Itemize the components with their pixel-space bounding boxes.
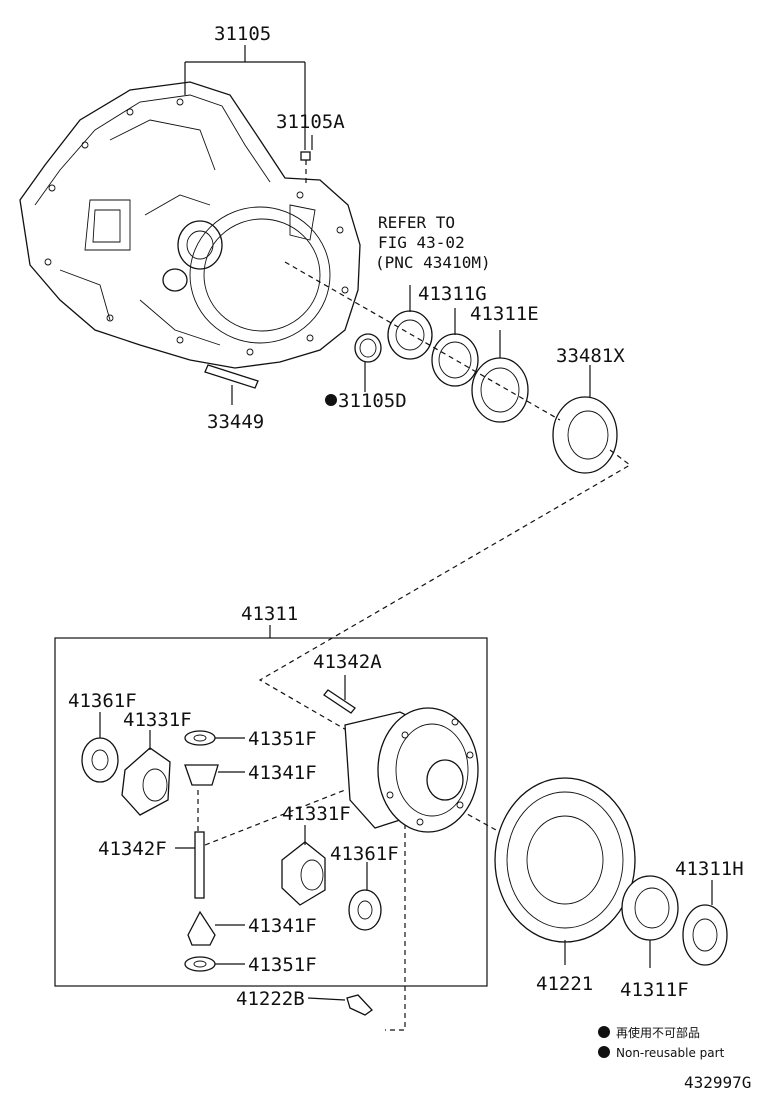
- pin-41342a-drawing: [323, 675, 356, 714]
- shim-33481x-drawing: [552, 365, 618, 474]
- thrust-washer-41351f-top-drawing: [184, 730, 245, 746]
- pinion-41341f-top-drawing: [184, 764, 245, 786]
- label-41331f-right: 41331F: [282, 803, 351, 825]
- label-33449: 33449: [207, 411, 264, 433]
- label-41311f: 41311F: [620, 979, 689, 1001]
- label-41311e: 41311E: [470, 303, 539, 325]
- label-41351f-bottom: 41351F: [248, 954, 317, 976]
- differential-case-drawing: [344, 707, 479, 833]
- label-41222b: 41222B: [236, 988, 305, 1010]
- label-41361f-left: 41361F: [68, 690, 137, 712]
- bolt-41222b-drawing: [307, 994, 373, 1016]
- side-gear-41331f-left-drawing: [121, 730, 171, 816]
- differential-assembly-box: [54, 637, 488, 987]
- ring-gear-41221-drawing: [494, 777, 636, 965]
- bracket-33449-drawing: [204, 364, 259, 405]
- washer-41361f-left-drawing: [81, 712, 119, 783]
- legend-jp-text: 再使用不可部品: [616, 1025, 700, 1040]
- washer-41361f-right-drawing: [348, 862, 382, 931]
- pinion-41341f-bottom-drawing: [187, 910, 245, 946]
- refer-line-3: (PNC 43410M): [375, 253, 491, 272]
- label-41331f-left: 41331F: [123, 709, 192, 731]
- label-41342f: 41342F: [98, 838, 167, 860]
- case-leaders: [184, 45, 313, 185]
- label-41311g: 41311G: [418, 283, 487, 305]
- refer-line-1: REFER TO: [378, 213, 455, 232]
- race-41311e-drawing: [431, 308, 479, 387]
- non-reusable-marker-31105d: [325, 394, 337, 406]
- legend: 再使用不可部品 Non-reusable part: [598, 1025, 725, 1060]
- assembly-axis-lines: [258, 261, 632, 1031]
- shim-41311h-drawing: [682, 880, 728, 966]
- label-31105: 31105: [214, 23, 271, 45]
- legend-marker-en: [598, 1046, 610, 1058]
- refer-line-2: FIG 43-02: [378, 233, 465, 252]
- label-41351f-top: 41351F: [248, 728, 317, 750]
- oil-seal-31105d-drawing: [354, 333, 382, 392]
- label-41311h: 41311H: [675, 858, 744, 880]
- transaxle-case-drawing: [19, 81, 361, 369]
- side-gear-41331f-right-drawing: [281, 825, 326, 906]
- label-31105a: 31105A: [276, 111, 345, 133]
- shaft-41342f-drawing: [175, 789, 346, 899]
- plug-31105a-drawing: [300, 151, 311, 161]
- label-41342a: 41342A: [313, 651, 382, 673]
- label-41341f-bottom: 41341F: [248, 915, 317, 937]
- label-41361f-right: 41361F: [330, 843, 399, 865]
- label-41221: 41221: [536, 973, 593, 995]
- bearing-cup-drawing: [471, 330, 529, 423]
- bearing-41311g-drawing: [387, 285, 433, 360]
- legend-marker-jp: [598, 1026, 610, 1038]
- label-41341f-top: 41341F: [248, 762, 317, 784]
- legend-en-text: Non-reusable part: [616, 1046, 725, 1060]
- label-31105d: 31105D: [338, 390, 407, 412]
- bearing-41311f-drawing: [621, 875, 679, 968]
- label-41311: 41311: [241, 603, 298, 625]
- figure-code: 432997G: [684, 1073, 751, 1092]
- thrust-washer-41351f-bottom-drawing: [184, 956, 245, 972]
- label-33481x: 33481X: [556, 345, 625, 367]
